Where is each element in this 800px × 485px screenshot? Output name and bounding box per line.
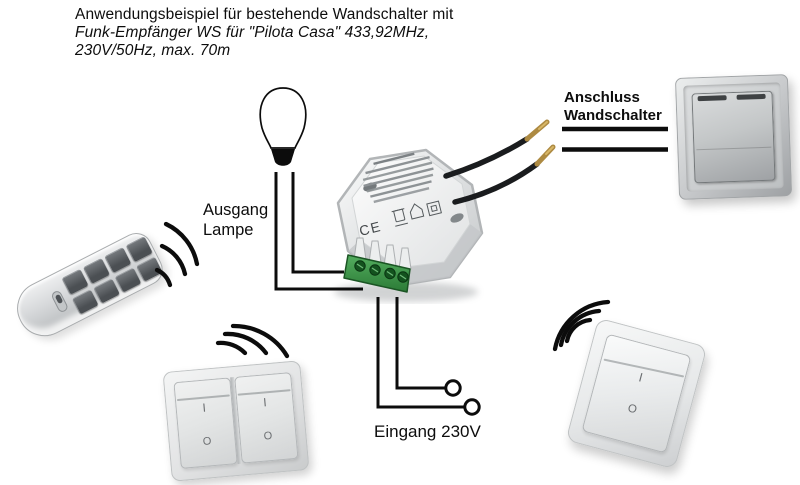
rocker-off-mark: O [202,434,212,448]
rocker-on-mark: I [262,395,268,410]
receiver-side-face [348,224,482,286]
mains-terminal-circle [444,379,462,397]
rocker-right: I O [234,372,299,464]
mounting-slot [363,182,377,192]
wireless-signal-icon [215,323,290,359]
diagram-title: Anwendungsbeispiel für bestehende Wandsc… [75,6,453,60]
clamp-lever [398,247,412,270]
rocker-silver [691,90,776,184]
title-line-3: 230V/50Hz, max. 70m [75,41,231,59]
rocker-seam [696,146,772,151]
receiver-print-label: CE [357,152,442,239]
remote-keypad [61,235,163,315]
terminal-screw [354,260,366,272]
mounting-slot [450,213,464,223]
receiver-wire [443,136,530,179]
lamp-output-lines [274,172,363,291]
rocker-on-mark: I [201,400,207,415]
lamp-wire-right [291,172,344,274]
mains-wire-left [376,297,465,409]
rocker-on-mark: I [637,370,645,386]
house-icon [409,203,425,220]
remote-control [7,227,169,346]
lamp-output-line-2: Lampe [203,220,254,239]
mains-input-label: Eingang 230V [374,422,481,441]
wall-switch-silver [674,74,793,200]
title-line-1: Anwendungsbeispiel für bestehende Wandsc… [75,6,454,23]
lamp-wire-left [274,172,363,291]
terminal-block [343,254,411,293]
connection-line-1: Anschluss [564,89,640,106]
clamp-levers [353,237,412,270]
remote-slider [50,289,70,314]
terminal-screw [397,271,409,283]
rocker-slit [736,93,766,100]
mains-terminal-circle [463,398,481,416]
receiver-shadow [334,282,478,302]
lamp-output-line-1: Ausgang [203,201,269,219]
remote-button [135,256,163,283]
connection-line-2: Wandschalter [564,106,662,124]
rocker-off-mark: O [626,402,639,416]
terminal-screw [369,264,381,276]
lamp-output-label: Ausgang Lampe [203,201,268,241]
title-line-2: Funk-Empfänger WS für "Pilota Casa" 433,… [75,23,430,41]
clamp-lever [383,244,397,267]
weee-bin-icon [391,208,409,227]
rocker: I O [581,333,692,454]
receiver-top-face [351,155,471,269]
lamp-bulb-icon [259,87,307,166]
receiver-module: CE [334,148,484,302]
terminal-screw [384,267,396,280]
receiver-wires [443,119,556,205]
clamp-lever [353,237,367,261]
wire-ferrule [534,144,556,167]
remote-button [114,266,142,293]
receiver-body [336,148,484,288]
ce-mark-label: CE [357,218,383,239]
mains-wire-right [395,297,446,390]
remote-button [71,288,99,315]
wall-switch-connection-lines [562,126,668,152]
receiver-wire [452,161,540,205]
wall-switch-double: I O I O [162,360,310,482]
wall-switch-connection-label: Anschluss Wandschalter [564,89,662,124]
wire-ferrule [524,119,550,142]
terminal-screws [354,260,409,283]
rocker-off-mark: O [263,429,273,443]
wall-switch-single: I O [565,317,708,470]
wireless-signal-icon [154,221,200,288]
mains-input-lines [376,297,481,416]
rocker-left: I O [173,377,238,469]
switch-inner-frame [683,82,784,192]
clamp-lever [368,240,382,264]
double-insulation-icon [426,200,442,217]
remote-button [92,277,121,304]
rocker-slit [697,95,727,102]
